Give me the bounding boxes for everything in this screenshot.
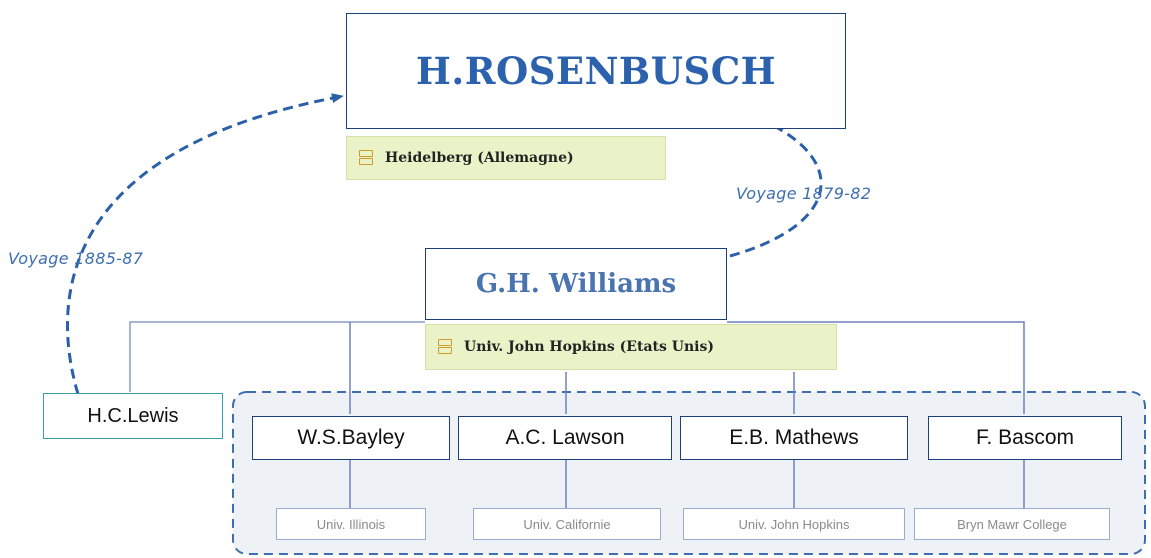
student-node-bayley[interactable]: W.S.Bayley [252, 416, 450, 460]
stack-icon [438, 339, 452, 355]
hclewis-node[interactable]: H.C.Lewis [43, 393, 223, 439]
rosenbusch-name: H.ROSENBUSCH [415, 49, 777, 93]
student-node-mathews[interactable]: E.B. Mathews [680, 416, 908, 460]
voyage-label-left: Voyage 1885-87 [8, 249, 144, 268]
student-node-lawson[interactable]: A.C. Lawson [458, 416, 672, 460]
williams-name: G.H. Williams [475, 269, 677, 299]
student-name: F. Bascom [975, 426, 1075, 449]
student-name: E.B. Mathews [729, 426, 859, 449]
rosenbusch-place-tag: Heidelberg (Allemagne) [346, 136, 666, 180]
voyage-arrow-right [729, 117, 823, 258]
student-node-bascom[interactable]: F. Bascom [928, 416, 1122, 460]
rosenbusch-node[interactable]: H.ROSENBUSCH [346, 13, 846, 129]
student-name: W.S.Bayley [297, 426, 405, 449]
voyage-arrow-left [66, 93, 344, 395]
student-name: A.C. Lawson [505, 426, 625, 449]
link-williams-bascom [727, 321, 1025, 414]
rosenbusch-place: Heidelberg (Allemagne) [385, 150, 574, 166]
stack-icon [359, 150, 373, 166]
univ-node-lawson: Univ. Californie [473, 508, 661, 540]
link-williams-hclewis [129, 321, 425, 392]
williams-place: Univ. John Hopkins (Etats Unis) [464, 339, 714, 355]
voyage-label-right: Voyage 1879-82 [736, 184, 872, 203]
univ-name: Univ. Illinois [316, 516, 386, 532]
williams-place-tag: Univ. John Hopkins (Etats Unis) [425, 324, 837, 370]
univ-name: Univ. Californie [523, 516, 611, 532]
univ-node-bascom: Bryn Mawr College [914, 508, 1110, 540]
univ-name: Bryn Mawr College [957, 516, 1067, 532]
williams-node[interactable]: G.H. Williams [425, 248, 727, 320]
univ-node-bayley: Univ. Illinois [276, 508, 426, 540]
hclewis-name: H.C.Lewis [87, 404, 179, 427]
univ-node-mathews: Univ. John Hopkins [683, 508, 905, 540]
univ-name: Univ. John Hopkins [738, 516, 850, 532]
